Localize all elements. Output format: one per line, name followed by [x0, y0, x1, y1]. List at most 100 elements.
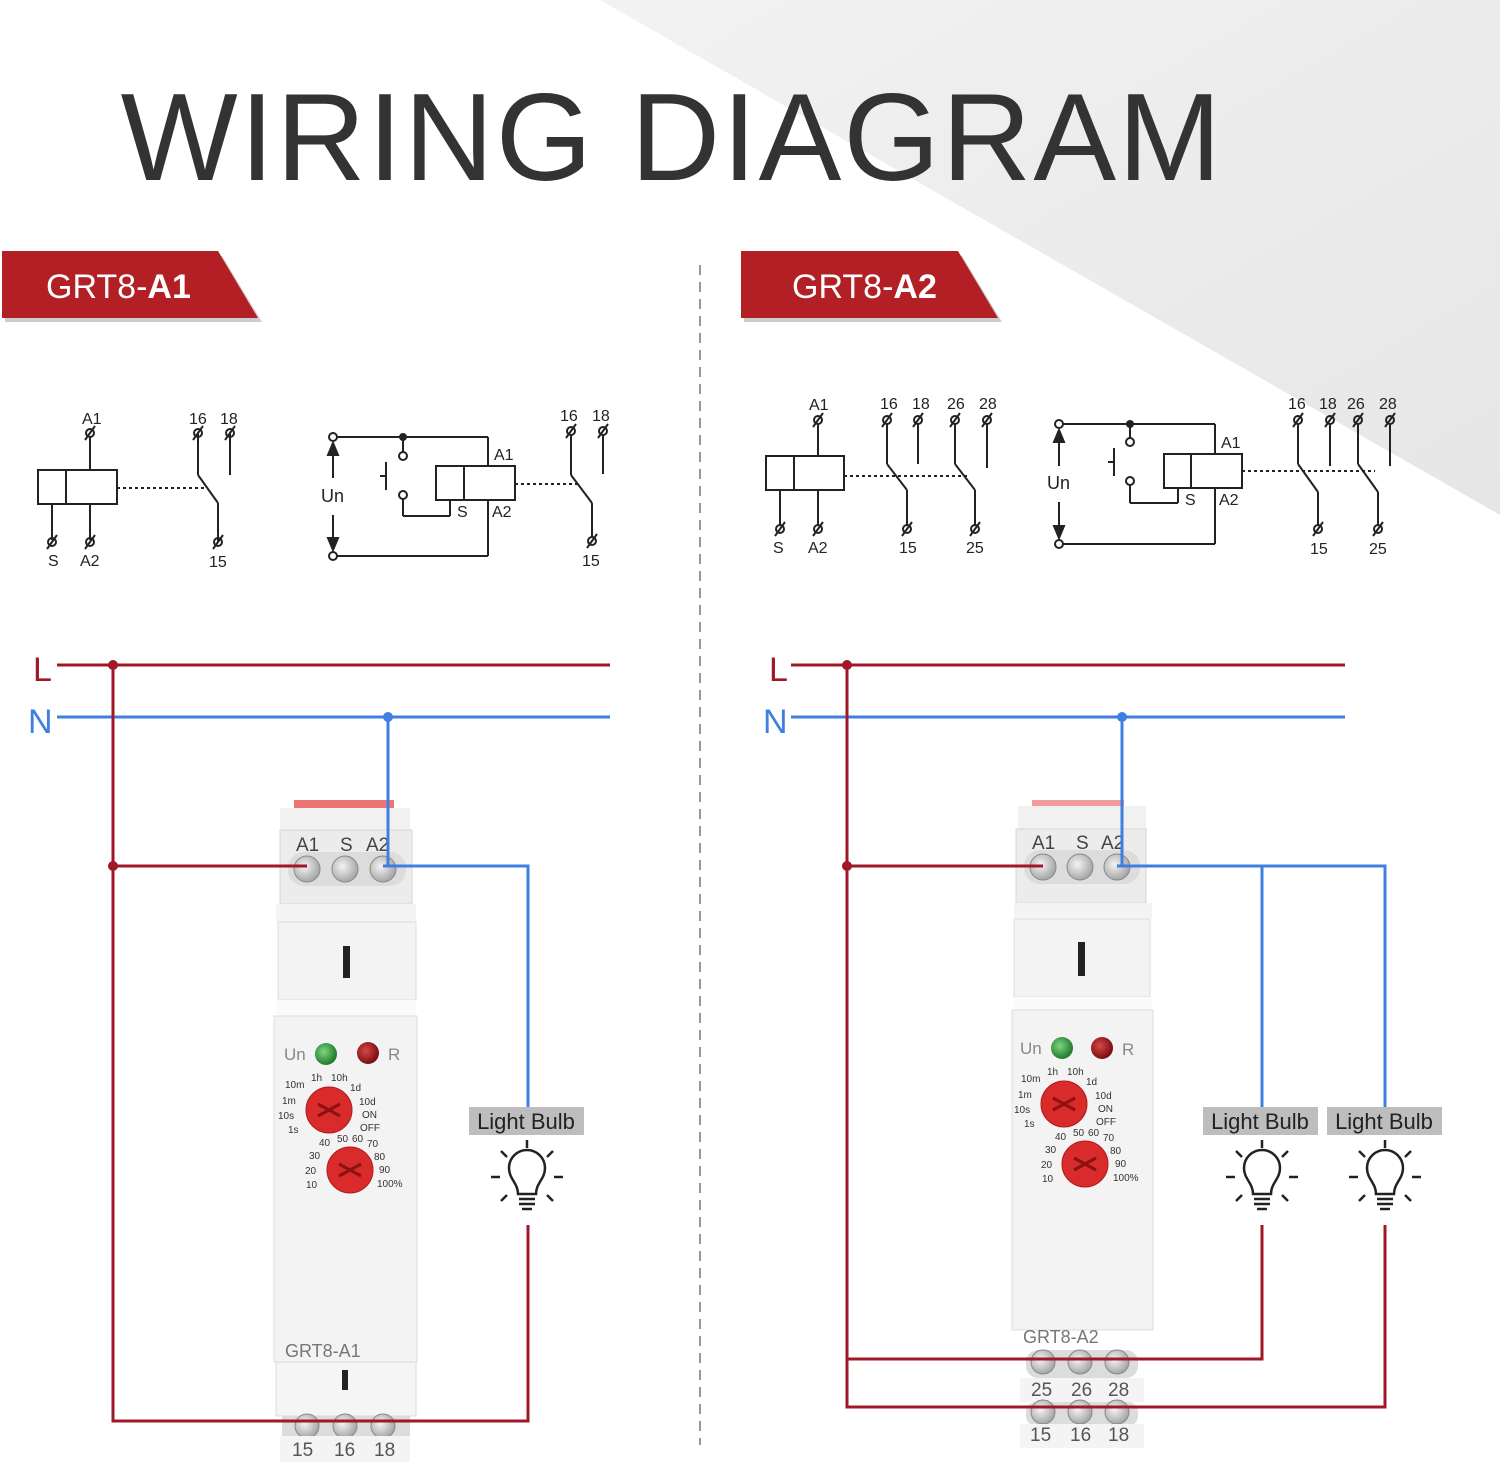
relay-device-left: A1 S A2 Un R 1h 10h 1d 10d ON OFF 10m 1m… — [273, 800, 418, 1462]
dial-tick: 10 — [1042, 1174, 1054, 1185]
terminal-label: S — [1076, 833, 1089, 854]
dial-tick: 70 — [367, 1139, 379, 1150]
led-label: Un — [284, 1045, 306, 1064]
screw-terminal — [1066, 853, 1094, 881]
background-shade — [600, 0, 1500, 515]
terminal-label: 16 — [1070, 1425, 1091, 1446]
wiring-left — [57, 660, 610, 1423]
dial-tick: ON — [362, 1110, 377, 1121]
supply-label: Un — [1047, 473, 1070, 493]
screw-terminal — [1030, 1349, 1056, 1375]
dial-tick: 70 — [1103, 1133, 1115, 1144]
neutral-label: N — [763, 703, 788, 741]
dial-tick: 60 — [1088, 1128, 1100, 1139]
dial-tick: ON — [1098, 1104, 1113, 1115]
pin-label: A1 — [494, 447, 514, 464]
terminal-label: A1 — [1032, 833, 1055, 854]
live-wire — [847, 1225, 1264, 1361]
dial-tick: 1s — [288, 1125, 299, 1136]
pin-label: 18 — [912, 396, 930, 413]
screw-terminal — [1104, 1399, 1130, 1425]
pin-label: 18 — [592, 408, 610, 425]
pin-label: A1 — [82, 411, 102, 428]
schematic-left — [37, 425, 236, 550]
led-label: Un — [1020, 1039, 1042, 1058]
dial-tick: 1h — [311, 1073, 322, 1084]
screw-terminal — [293, 855, 321, 883]
live-wire — [111, 665, 530, 1423]
dial-tick: 1m — [282, 1096, 296, 1107]
wiring-right — [791, 660, 1387, 1409]
schematic-right — [765, 412, 993, 537]
load-label: Light Bulb — [1335, 1109, 1433, 1134]
screw-terminal — [369, 855, 397, 883]
terminal-label: 16 — [334, 1440, 355, 1461]
terminal-label: 28 — [1108, 1380, 1129, 1401]
device-model-label: GRT8-A1 — [285, 1341, 361, 1361]
dial-tick: 100% — [1113, 1173, 1139, 1184]
model-suffix: A1 — [147, 268, 190, 306]
terminal-label: A2 — [366, 835, 389, 856]
dial-tick: OFF — [1096, 1117, 1116, 1128]
live-wire — [845, 665, 1387, 1409]
load-label: Light Bulb — [477, 1109, 575, 1134]
pin-label: S — [48, 553, 59, 570]
power-led — [1051, 1037, 1073, 1059]
terminal-label: 15 — [1030, 1425, 1051, 1446]
dial-tick: OFF — [360, 1123, 380, 1134]
terminal-label: A1 — [296, 835, 319, 856]
pin-label: A2 — [80, 553, 100, 570]
dial-tick: 20 — [305, 1166, 317, 1177]
neutral-wire — [383, 864, 530, 1110]
led-label: R — [388, 1045, 400, 1064]
terminal-label: 25 — [1031, 1380, 1052, 1401]
pin-label: 25 — [966, 540, 984, 557]
terminal-label: 15 — [292, 1440, 313, 1461]
dial-tick: 90 — [379, 1165, 391, 1176]
dial-tick: 30 — [1045, 1145, 1057, 1156]
screw-terminal — [294, 1413, 320, 1439]
pin-label: A2 — [492, 504, 512, 521]
power-led — [315, 1043, 337, 1065]
control-circuit-left — [326, 423, 609, 561]
pin-label: 25 — [1369, 541, 1387, 558]
dial-tick: 50 — [1073, 1128, 1085, 1139]
dial-tick: 90 — [1115, 1159, 1127, 1170]
pin-label: S — [457, 504, 468, 521]
pin-label: 16 — [189, 411, 207, 428]
pin-label: 16 — [1288, 396, 1306, 413]
relay-led — [1091, 1037, 1113, 1059]
dial-tick: 10 — [306, 1180, 318, 1191]
dial-tick: 80 — [1110, 1146, 1122, 1157]
terminal-label: 18 — [374, 1440, 395, 1461]
load-bulb-right-2: Light Bulb — [1327, 1107, 1442, 1211]
neutral-wire — [1117, 864, 1387, 1110]
pin-label: 16 — [880, 396, 898, 413]
terminal-label: 18 — [1108, 1425, 1129, 1446]
device-model-label: GRT8-A2 — [1023, 1327, 1099, 1347]
dial-tick: 10h — [331, 1073, 348, 1084]
model-prefix: GRT8- — [792, 268, 893, 306]
screw-terminal — [1104, 1349, 1130, 1375]
dial-tick: 50 — [337, 1134, 349, 1145]
pin-label: 26 — [1347, 396, 1365, 413]
dial-tick: 1h — [1047, 1067, 1058, 1078]
screw-terminal — [331, 855, 359, 883]
pin-label: A2 — [808, 540, 828, 557]
model-prefix: GRT8- — [46, 268, 147, 306]
led-label: R — [1122, 1040, 1134, 1059]
dial-tick: 20 — [1041, 1160, 1053, 1171]
load-bulb-right-1: Light Bulb — [1203, 1107, 1318, 1211]
dial-tick: 1d — [1086, 1077, 1097, 1088]
dial-tick: 10h — [1067, 1067, 1084, 1078]
dial-tick: 10m — [1021, 1074, 1040, 1085]
pin-label: 15 — [1310, 541, 1328, 558]
terminal-label: A2 — [1101, 833, 1124, 854]
light-bulb-icon — [491, 1140, 563, 1211]
pin-label: S — [773, 540, 784, 557]
dial-tick: 1m — [1018, 1090, 1032, 1101]
pin-label: A1 — [809, 397, 829, 414]
screw-terminal — [1067, 1399, 1093, 1425]
model-suffix: A2 — [893, 268, 936, 306]
